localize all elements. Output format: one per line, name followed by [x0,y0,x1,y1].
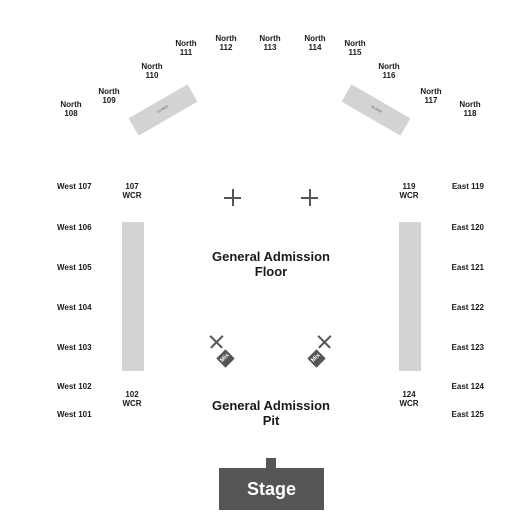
wcr-119[interactable]: 119 WCR [399,182,419,200]
section-west-107[interactable]: West 107 [57,182,92,191]
section-east-122[interactable]: East 122 [451,303,484,312]
section-west-105[interactable]: West 105 [57,263,92,272]
section-north-115[interactable]: North 115 [344,39,366,57]
wcr-107[interactable]: 107 WCR [122,182,142,200]
section-west-103[interactable]: West 103 [57,343,92,352]
wcr-102[interactable]: 102 WCR [122,390,142,408]
section-north-111[interactable]: North 111 [175,39,197,57]
section-west-106[interactable]: West 106 [57,223,92,232]
section-north-110[interactable]: North 110 [141,62,163,80]
floor-marker-icon [301,189,318,206]
half-wcr-platform-left[interactable]: 1/2 WCR [128,84,198,136]
zone-general-admission-pit[interactable]: General Admission Pit [212,398,330,428]
half-wcr-platform-right[interactable]: 1/2 WCR [341,84,411,136]
section-north-112[interactable]: North 112 [215,34,237,52]
section-north-117[interactable]: North 117 [420,87,442,105]
section-east-119[interactable]: East 119 [451,182,484,191]
wcr-124[interactable]: 124 WCR [399,390,419,408]
section-north-113[interactable]: North 113 [259,34,281,52]
section-east-125[interactable]: East 125 [451,410,484,419]
section-east-124[interactable]: East 124 [451,382,484,391]
section-north-109[interactable]: North 109 [98,87,120,105]
section-west-101[interactable]: West 101 [57,410,92,419]
section-east-123[interactable]: East 123 [451,343,484,352]
stage-thrust [266,458,276,468]
section-west-104[interactable]: West 104 [57,303,92,312]
mix-position-left: Mix [216,349,235,368]
stage[interactable]: Stage [219,468,324,510]
section-north-116[interactable]: North 116 [378,62,400,80]
wcr-platform-west[interactable] [122,222,144,371]
section-north-114[interactable]: North 114 [304,34,326,52]
section-north-118[interactable]: North 118 [459,100,481,118]
section-north-108[interactable]: North 108 [60,100,82,118]
section-east-121[interactable]: East 121 [451,263,484,272]
section-east-120[interactable]: East 120 [451,223,484,232]
wcr-platform-east[interactable] [399,222,421,371]
zone-general-admission-floor[interactable]: General Admission Floor [212,249,330,279]
floor-marker-icon [224,189,241,206]
section-west-102[interactable]: West 102 [57,382,92,391]
